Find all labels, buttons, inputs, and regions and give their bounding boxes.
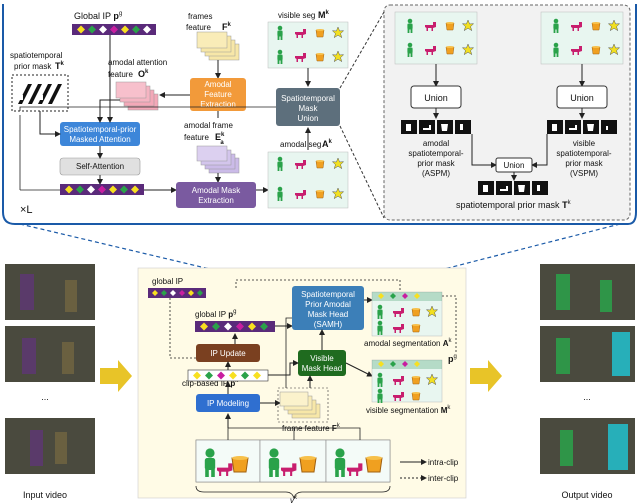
video-clip-symbol: vk <box>290 495 298 504</box>
frames-feature-stack <box>196 31 240 61</box>
ip-modeling-box <box>196 394 260 412</box>
input-ellipsis: ... <box>41 392 49 402</box>
aspm-label-4: (ASPM) <box>422 169 450 178</box>
amodal-attention-stack <box>115 81 159 111</box>
prior-mask-thumbnail <box>11 74 69 112</box>
final-union-label: Union <box>504 161 525 170</box>
visible-seg-symbol: Mk <box>318 10 330 20</box>
input-arrow <box>100 360 132 392</box>
mask-union-box <box>276 88 340 126</box>
vspm-source-grid <box>540 11 624 65</box>
amodal-frame-feature-label: amodal frame <box>184 121 233 130</box>
visible-seg-label: visible seg <box>278 11 315 20</box>
bottom-amodal-seg-label: amodal segmentation Ak <box>364 338 453 348</box>
amodal-feature-extraction-line-3: Extraction <box>200 100 236 109</box>
vspm-label-2: spatiotemporal- <box>556 149 611 158</box>
input-video: ... Input video <box>5 264 95 500</box>
mask-union-line-1: Spatiotemporal <box>281 94 335 103</box>
masked-attention-box <box>60 122 140 146</box>
mask-union-line-3: Union <box>298 114 319 123</box>
vspm-union-label: Union <box>570 93 594 103</box>
samh-box <box>292 286 364 330</box>
visible-mask-head-line-1: Visible <box>310 354 334 363</box>
bottom-visible-seg-label: visible segmentation Mk <box>366 405 451 415</box>
top-frame <box>2 4 637 225</box>
top-right-panel: Union Union amodal spatiotemporal- prior… <box>339 4 631 221</box>
bottom-center-panel: global IP global IP pg Spatiotemporal Pr… <box>137 267 467 504</box>
samh-line-1: Spatiotemporal <box>301 290 355 299</box>
global-ip-tokens <box>72 24 156 35</box>
output-video: ... Output video <box>540 264 635 500</box>
mask-union-line-2: Mask <box>298 104 318 113</box>
visible-seg-grid <box>267 21 349 69</box>
vspm-mask-row <box>547 120 617 134</box>
self-attention-label: Self-Attention <box>76 162 124 171</box>
ip-update-label: IP Update <box>210 349 246 358</box>
global-ip-label-2: global IP pg <box>195 309 236 319</box>
frame-feature-stack <box>277 387 329 423</box>
bottom-visible-seg-grid <box>371 359 443 403</box>
output-video-label: Output video <box>561 490 612 500</box>
vspm-label-1: visible <box>573 139 596 148</box>
amodal-frame-feature-stack <box>196 145 240 174</box>
samh-line-4: (SAMH) <box>314 320 343 329</box>
visible-mask-head-line-2: Mask Head <box>302 364 342 373</box>
amodal-seg-symbol: Ak <box>322 139 333 149</box>
global-ip-label: Global IP pg <box>74 11 122 21</box>
amodal-seg-grid <box>267 151 349 209</box>
amodal-feature-extraction-line-1: Amodal <box>204 80 231 89</box>
output-ellipsis: ... <box>583 392 591 402</box>
frames-feature-label-2: feature <box>186 23 211 32</box>
samh-line-3: Mask Head <box>308 310 348 319</box>
amodal-mask-extraction-line-2: Extraction <box>198 196 234 205</box>
frame-feature-label: frame feature Fk <box>282 423 341 433</box>
amodal-mask-extraction-box <box>176 182 256 208</box>
amodal-attention-label-2: feature <box>108 70 133 79</box>
input-video-label: Input video <box>23 490 67 500</box>
ip-modeling-label: IP Modeling <box>207 399 249 408</box>
aspm-label-1: amodal <box>423 139 449 148</box>
amodal-frame-feature-label-2: feature <box>184 133 209 142</box>
amodal-seg-label: amodal seg <box>280 140 321 149</box>
aspm-mask-row <box>401 120 471 134</box>
aspm-source-grid <box>394 11 478 65</box>
vspm-label-4: (VSPM) <box>570 169 598 178</box>
video-clips <box>195 439 391 483</box>
prior-mask-label: spatiotemporal <box>10 51 63 60</box>
output-ip-symbol: pg <box>448 354 457 364</box>
masked-attention-line-2: Masked Attention <box>69 135 130 144</box>
legend-inter-clip: inter-clip <box>428 474 459 483</box>
clip-ip-tokens <box>187 369 269 382</box>
global-ip-label-bottom: global IP <box>152 277 183 286</box>
top-left-panel: Global IP pg frames feature Fk spatiotem… <box>10 10 349 216</box>
ip-update-box <box>196 344 260 362</box>
final-mask-row <box>478 181 548 195</box>
amodal-feature-extraction-line-2: Feature <box>204 90 232 99</box>
amodal-attention-symbol: Ok <box>138 69 149 79</box>
aspm-label-2: spatiotemporal- <box>408 149 463 158</box>
frames-feature-symbol: Fk <box>222 22 232 32</box>
visible-mask-head-box <box>298 350 346 376</box>
masked-attention-line-1: Spatiotemporal-prior <box>64 125 137 134</box>
aspm-union-label: Union <box>424 93 448 103</box>
bottom-global-ip-tokens <box>148 288 206 298</box>
output-arrow <box>470 360 502 392</box>
amodal-mask-extraction-line-1: Amodal Mask <box>192 186 241 195</box>
aspm-label-3: prior mask <box>417 159 455 168</box>
bottom-global-ip-tokens-2 <box>195 321 275 332</box>
times-l-label: ×L <box>20 204 33 216</box>
vspm-label-3: prior mask <box>565 159 603 168</box>
final-prior-mask-label: spatiotemporal prior mask Tk <box>456 200 572 210</box>
samh-line-2: Prior Amodal <box>305 300 351 309</box>
frames-feature-label: frames <box>188 12 212 21</box>
amodal-feature-extraction-box <box>190 78 246 111</box>
prior-mask-label-2: prior mask <box>14 62 52 71</box>
legend-intra-clip: intra-clip <box>428 458 459 467</box>
prior-mask-symbol: Tk <box>55 61 65 71</box>
amodal-attention-label: amodal attention <box>108 58 167 67</box>
bottom-amodal-seg-grid <box>371 291 443 337</box>
updated-ip-tokens <box>60 184 144 195</box>
